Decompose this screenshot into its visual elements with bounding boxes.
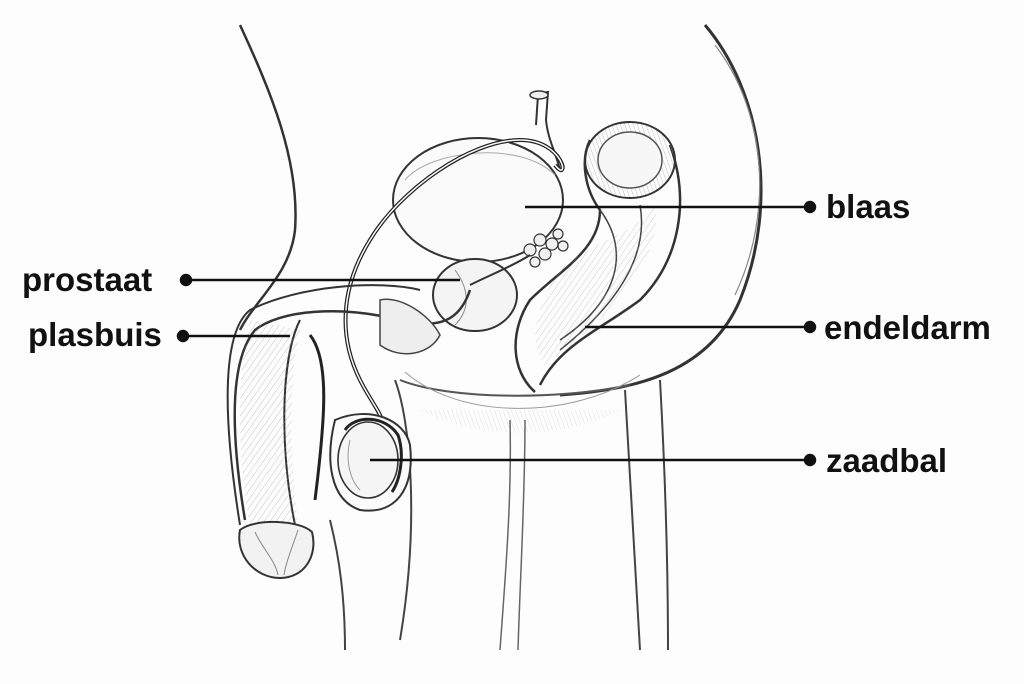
- label-zaadbal: zaadbal: [826, 444, 947, 477]
- label-plasbuis: plasbuis: [28, 318, 162, 351]
- front-leg: [395, 380, 411, 640]
- abdomen-outline: [240, 25, 296, 330]
- penis-shaft: [240, 320, 300, 525]
- thigh-gap: [500, 420, 510, 650]
- label-blaas: blaas: [826, 190, 910, 223]
- pubic-bone: [380, 299, 440, 353]
- label-endeldarm: endeldarm: [824, 311, 991, 344]
- back-outline: [560, 25, 761, 395]
- back-leg: [625, 390, 640, 650]
- label-prostaat: prostaat: [22, 263, 152, 296]
